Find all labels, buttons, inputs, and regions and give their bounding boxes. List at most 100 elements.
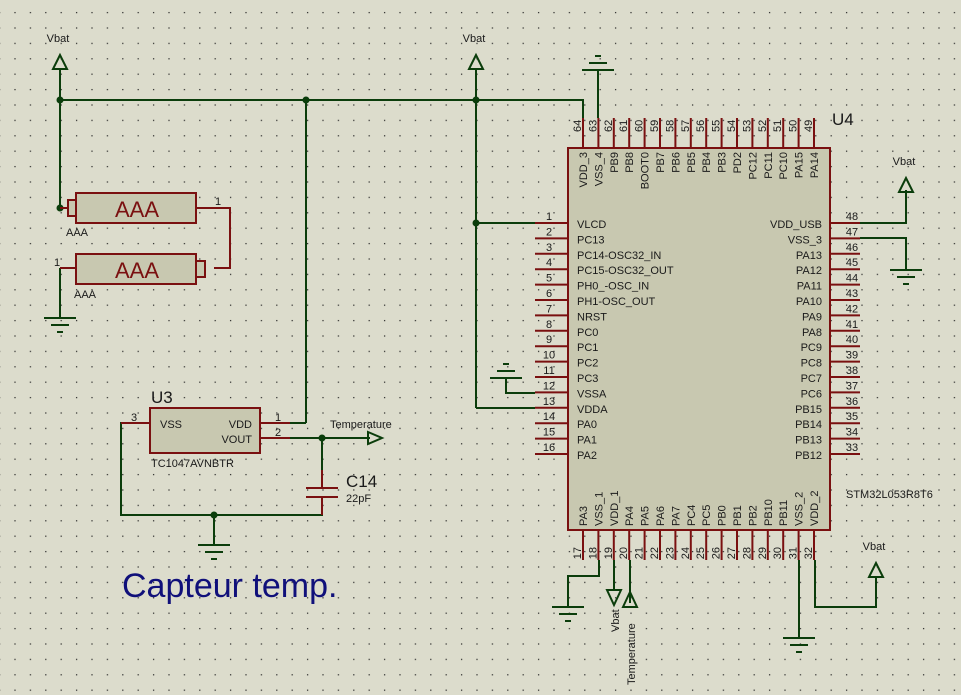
u3-sensor[interactable]: U3 VSS VDD VOUT 3 1 2 TC1047AVNBTR bbox=[121, 388, 290, 470]
temperature-label: Temperature bbox=[330, 419, 392, 431]
pin-number: 3 bbox=[546, 242, 552, 254]
wires bbox=[59, 70, 907, 638]
u4-mcu[interactable]: 1VLCD2PC133PC14-OSC32_IN4PC15-OSC32_OUT5… bbox=[535, 110, 933, 560]
temperature-net-label[interactable]: Temperature bbox=[330, 419, 392, 446]
wire-vbat-bus bbox=[60, 99, 584, 118]
ground-icon-u3 bbox=[198, 544, 230, 560]
wire-vdd2 bbox=[814, 560, 877, 608]
pin-name: PC6 bbox=[801, 388, 822, 400]
u3-pin-num-vss: 3 bbox=[131, 412, 137, 424]
pin-number: 32 bbox=[803, 547, 815, 559]
pin-number: 27 bbox=[726, 547, 738, 559]
pin-number: 12 bbox=[543, 380, 555, 392]
vbat-power-left[interactable]: Vbat bbox=[47, 33, 70, 75]
pin-name: PH1-OSC_OUT bbox=[577, 296, 656, 308]
pin-number: 11 bbox=[543, 365, 554, 377]
u4-pin-25: 25 PC5 bbox=[695, 505, 713, 560]
temperature-net-pin20[interactable]: Temperature bbox=[621, 589, 639, 685]
battery-1[interactable]: AAA AAA 1 bbox=[60, 192, 231, 269]
vbat-power-mid[interactable]: Vbat bbox=[463, 33, 486, 75]
u3-pin-vout: VOUT bbox=[221, 434, 252, 446]
vbat-power-bottom-right[interactable]: Vbat bbox=[863, 541, 886, 583]
pin-name: PA6 bbox=[655, 506, 667, 526]
pin-name: PA5 bbox=[640, 506, 652, 526]
vbat-power-pin19[interactable]: Vbat bbox=[605, 589, 623, 632]
pin-number: 59 bbox=[649, 120, 661, 132]
pin-name: PB1 bbox=[732, 505, 744, 526]
u4-pin-27: 27 PB1 bbox=[726, 505, 744, 560]
pin-number: 19 bbox=[603, 547, 615, 559]
pin-number: 46 bbox=[846, 242, 858, 254]
pin-number: 53 bbox=[741, 120, 753, 132]
vbat-power-right-label: Vbat bbox=[893, 156, 916, 168]
pin-name: PB0 bbox=[717, 505, 729, 526]
pin-number: 64 bbox=[572, 120, 584, 132]
u4-pin-19: 19 VDD_1 bbox=[603, 491, 621, 560]
ground-icon-vssa bbox=[490, 363, 522, 379]
pin-number: 17 bbox=[572, 547, 584, 559]
pin-name: VDD_3 bbox=[578, 152, 590, 187]
pin-number: 23 bbox=[664, 547, 676, 559]
pin-name: PA10 bbox=[796, 296, 822, 308]
pin-number: 51 bbox=[772, 120, 784, 132]
pin-number: 47 bbox=[846, 226, 858, 238]
pin-name: PC12 bbox=[747, 152, 759, 180]
pin-name: PB14 bbox=[795, 419, 822, 431]
pin-name: PB9 bbox=[609, 152, 621, 173]
capacitor-c14[interactable]: C14 22pF bbox=[306, 470, 377, 515]
pin-name: PB10 bbox=[763, 499, 775, 526]
pin-name: VSS_3 bbox=[788, 234, 822, 246]
battery-2[interactable]: AAA AAA 1 bbox=[54, 253, 206, 301]
pin-name: PB3 bbox=[717, 152, 729, 173]
pin-number: 62 bbox=[603, 120, 615, 132]
pin-name: VDD_1 bbox=[609, 491, 621, 526]
pin-number: 39 bbox=[846, 350, 858, 362]
pin-name: PC9 bbox=[801, 342, 822, 354]
junctions bbox=[56, 96, 480, 519]
pin-name: PC10 bbox=[778, 152, 790, 180]
pin-number: 37 bbox=[846, 380, 858, 392]
pin-name: PB12 bbox=[795, 450, 822, 462]
pin-number: 9 bbox=[546, 334, 552, 346]
pin-number: 63 bbox=[587, 120, 599, 132]
pin-name: VDD_2 bbox=[809, 491, 821, 526]
pin-number: 29 bbox=[757, 547, 769, 559]
vbat-power-right[interactable]: Vbat bbox=[893, 156, 916, 198]
pin-number: 31 bbox=[788, 547, 800, 559]
pin-number: 50 bbox=[788, 120, 800, 132]
u4-pin-29: 29 PB10 bbox=[757, 499, 775, 560]
pin-number: 40 bbox=[846, 334, 858, 346]
pin-name: VSS_2 bbox=[794, 492, 806, 526]
pin-name: PC2 bbox=[577, 358, 598, 370]
pin-name: NRST bbox=[577, 311, 607, 323]
pin-number: 25 bbox=[695, 547, 707, 559]
pin-name: PC4 bbox=[686, 505, 698, 526]
pin-name: PC5 bbox=[701, 505, 713, 526]
pin-number: 26 bbox=[711, 547, 723, 559]
pin-number: 48 bbox=[846, 211, 858, 223]
pin-number: 6 bbox=[546, 288, 552, 300]
